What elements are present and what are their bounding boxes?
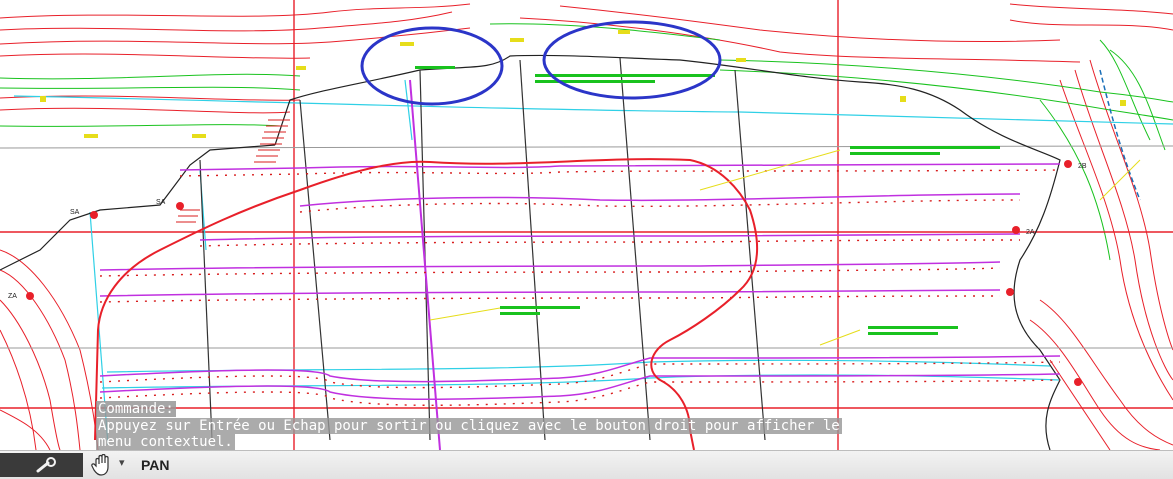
station-label: ZA bbox=[8, 293, 17, 300]
markup-circle bbox=[360, 26, 504, 106]
station-label: 2A bbox=[1026, 229, 1035, 236]
station-label: SA bbox=[70, 209, 80, 216]
command-message: Appuyez sur Entrée ou Echap pour sortir … bbox=[96, 418, 842, 434]
markup-circle bbox=[542, 20, 722, 100]
command-line-handle[interactable] bbox=[0, 453, 83, 477]
command-line-bar[interactable]: ▾ PAN bbox=[0, 450, 1173, 479]
pan-hand-icon[interactable] bbox=[90, 454, 116, 476]
command-label: Commande: bbox=[96, 401, 176, 417]
station-label: 2B bbox=[1078, 163, 1087, 170]
station-label: SA bbox=[156, 199, 166, 206]
drawing-canvas[interactable]: SA SA ZA 2B 2A bbox=[0, 0, 1173, 451]
command-history: Commande: Appuyez sur Entrée ou Echap po… bbox=[96, 401, 1173, 450]
dropdown-caret-icon[interactable]: ▾ bbox=[119, 457, 125, 469]
command-message: menu contextuel. bbox=[96, 434, 235, 450]
wrench-icon[interactable] bbox=[36, 457, 58, 473]
command-prompt[interactable]: PAN bbox=[141, 457, 170, 473]
